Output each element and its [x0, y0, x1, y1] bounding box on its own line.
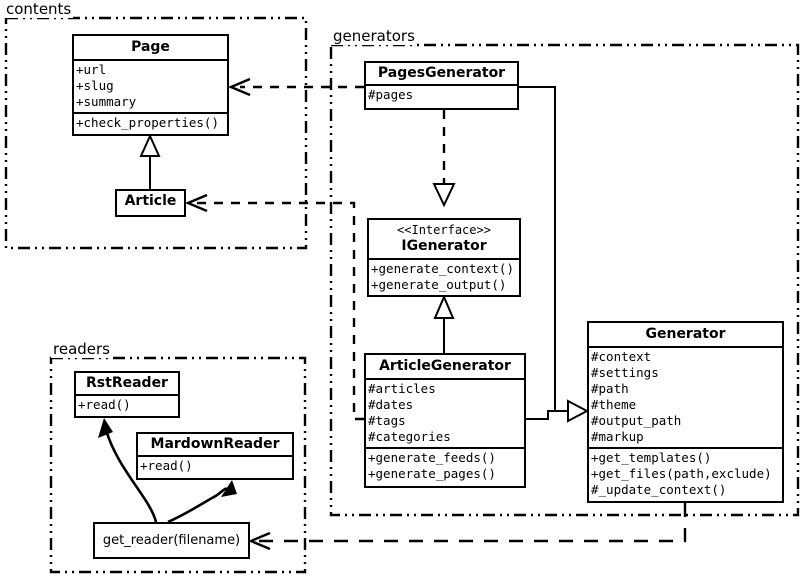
class-box-igenerator[interactable]: <<Interface>> IGenerator +generate_conte…: [367, 218, 521, 297]
operation-generate-context: +generate_context(): [371, 261, 514, 276]
operations-compartment-igenerator: +generate_context() +generate_output(): [369, 258, 519, 295]
class-box-pagesgenerator[interactable]: PagesGenerator #pages: [364, 61, 519, 110]
class-name-igenerator: IGenerator: [401, 238, 487, 254]
class-box-article[interactable]: Article: [115, 189, 186, 217]
attribute-theme: #theme: [591, 397, 637, 412]
attribute-slug: +slug: [76, 78, 114, 93]
operations-compartment-rstreader: +read(): [76, 394, 178, 415]
class-name-generator: Generator: [645, 326, 726, 342]
attributes-compartment-generator: #context #settings #path #theme #output_…: [589, 346, 782, 447]
function-box-get-reader[interactable]: get_reader(filename): [93, 522, 250, 559]
operation-read-mardownreader: +read(): [140, 458, 193, 473]
attribute-tags: #tags: [368, 413, 406, 428]
edge-articlegenerator-depends-article: [184, 193, 364, 421]
class-name-mardownreader: MardownReader: [150, 436, 280, 452]
operation-generate-feeds: +generate_feeds(): [368, 450, 496, 465]
class-box-page[interactable]: Page +url +slug +summary +check_properti…: [72, 34, 229, 136]
class-box-generator[interactable]: Generator #context #settings #path #them…: [587, 321, 784, 503]
attribute-output-path: #output_path: [591, 413, 682, 428]
class-header-igenerator: <<Interface>> IGenerator: [369, 220, 519, 258]
operations-compartment-mardownreader: +read(): [138, 455, 292, 476]
function-box-label: get_reader(filename): [102, 533, 241, 548]
class-box-mardownreader[interactable]: MardownReader +read(): [136, 432, 294, 480]
class-box-rstreader[interactable]: RstReader +read(): [74, 371, 180, 418]
edge-pagesgenerator-depends-page: [227, 77, 364, 97]
attributes-compartment-page: +url +slug +summary: [74, 59, 227, 112]
attribute-categories: #categories: [368, 429, 451, 444]
attribute-dates: #dates: [368, 397, 414, 412]
class-name-rstreader: RstReader: [86, 375, 168, 391]
edge-getreader-creates-mardownreader: [167, 480, 237, 524]
class-name-pagesgenerator: PagesGenerator: [377, 65, 506, 81]
operation-generate-output: +generate_output(): [371, 277, 507, 292]
edge-generator-depends-getreader: [247, 503, 687, 551]
operation-update-context: #_update_context(): [591, 482, 727, 497]
package-label-generators: generators: [331, 27, 417, 45]
operation-read-rstreader: +read(): [78, 397, 131, 412]
attribute-articles: #articles: [368, 381, 436, 396]
package-label-readers: readers: [51, 340, 112, 358]
edge-articlegenerator-generalizes-generator: [526, 399, 590, 423]
operation-get-files: +get_files(path,exclude): [591, 466, 772, 481]
operations-compartment-generator: +get_templates() +get_files(path,exclude…: [589, 447, 782, 500]
class-name-article: Article: [124, 193, 177, 209]
attribute-pages: #pages: [368, 87, 414, 102]
attribute-url: +url: [76, 62, 107, 77]
attribute-path: #path: [591, 381, 629, 396]
attribute-settings: #settings: [591, 365, 659, 380]
edge-articlegenerator-generalizes-igenerator: [433, 294, 455, 353]
operation-generate-pages: +generate_pages(): [368, 466, 496, 481]
attribute-markup: #markup: [591, 429, 644, 444]
attribute-summary: +summary: [76, 94, 137, 109]
operation-check-properties: +check_properties(): [76, 115, 219, 130]
class-name-page: Page: [131, 39, 170, 55]
operations-compartment-articlegenerator: +generate_feeds() +generate_pages(): [366, 447, 524, 484]
package-label-contents: contents: [4, 0, 74, 18]
attribute-context: #context: [591, 349, 652, 364]
class-stereotype-igenerator: <<Interface>>: [397, 223, 491, 237]
edge-pagesgenerator-realizes-igenerator: [432, 110, 456, 208]
edge-pagesgenerator-generalizes-generator: [519, 86, 568, 412]
operations-compartment-page: +check_properties(): [74, 112, 227, 133]
operation-get-templates: +get_templates(): [591, 450, 712, 465]
class-name-articlegenerator: ArticleGenerator: [379, 358, 511, 374]
class-box-articlegenerator[interactable]: ArticleGenerator #articles #dates #tags …: [364, 353, 526, 488]
attributes-compartment-pagesgenerator: #pages: [366, 84, 517, 105]
edge-article-generalizes-page: [139, 133, 161, 189]
attributes-compartment-articlegenerator: #articles #dates #tags #categories: [366, 378, 524, 447]
